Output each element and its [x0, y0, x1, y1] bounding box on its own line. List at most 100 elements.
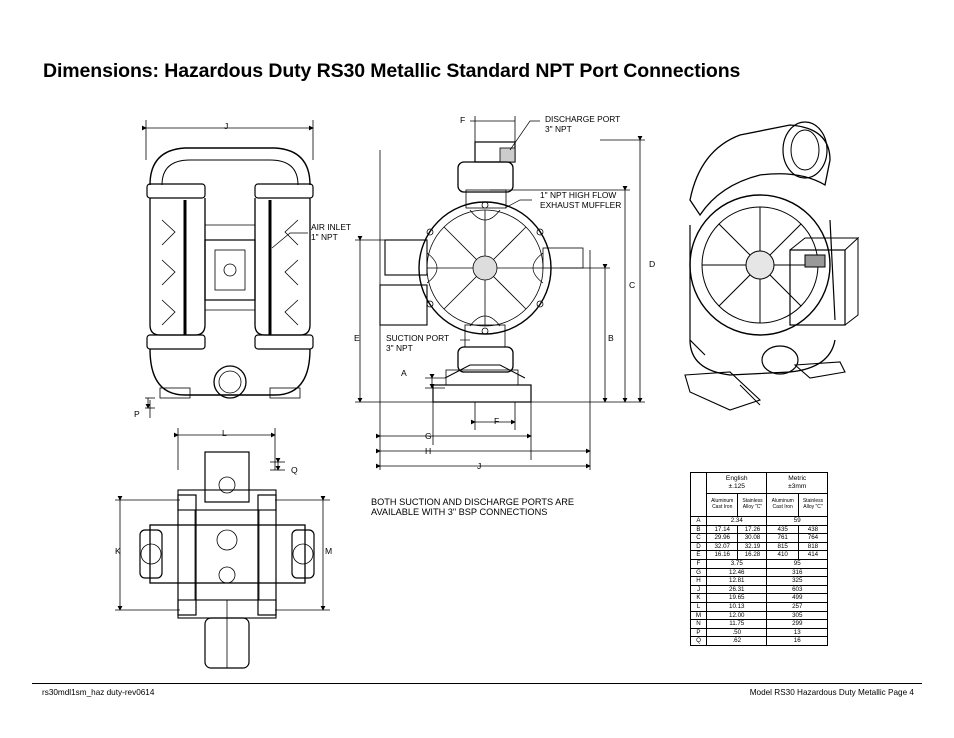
- dim-label-j-side: J: [477, 461, 482, 471]
- table-cell: 325: [766, 576, 828, 586]
- sub-header: Stainless Alloy "C": [797, 493, 829, 517]
- table-cell: 95: [766, 558, 828, 569]
- footer-doc-id: rs30mdl1sm_haz duty-rev0614: [42, 688, 155, 697]
- dim-label-e: E: [354, 333, 360, 343]
- table-cell: K: [690, 593, 707, 603]
- table-cell: G: [690, 567, 707, 578]
- table-cell: 316: [766, 567, 828, 578]
- table-cell: D: [690, 541, 707, 552]
- table-cell: 12.46: [705, 567, 768, 578]
- top-view: [115, 428, 330, 669]
- footer-page-label: Model RS30 Hazardous Duty Metallic Page …: [749, 688, 914, 697]
- table-cell: 30.08: [737, 533, 768, 543]
- dim-label-f-top: F: [460, 115, 466, 125]
- table-cell: .50: [705, 627, 768, 638]
- table-cell: A: [690, 516, 707, 526]
- table-cell: B: [690, 524, 707, 535]
- table-cell: J: [690, 584, 707, 595]
- table-cell: 26.31: [705, 584, 768, 595]
- table-cell: Q: [690, 636, 707, 646]
- table-cell: 13: [766, 627, 828, 638]
- table-cell: 3.75: [705, 558, 768, 569]
- dim-label-b: B: [608, 333, 614, 343]
- table-cell: L: [690, 601, 707, 612]
- table-cell: 2.34: [705, 516, 768, 526]
- page-title: Dimensions: Hazardous Duty RS30 Metallic…: [43, 60, 741, 82]
- table-cell: 10.13: [705, 601, 768, 612]
- dim-label-c: C: [629, 280, 636, 290]
- table-cell: E: [690, 550, 707, 560]
- table-corner: [690, 472, 707, 517]
- dim-label-p: P: [134, 409, 140, 419]
- table-cell: 11.75: [705, 619, 768, 629]
- table-cell: .62: [705, 636, 768, 646]
- table-cell: 16.16: [705, 550, 739, 560]
- front-view: [142, 120, 314, 418]
- dimensions-table: English±.125 Metric±3mm Aluminum Cast Ir…: [690, 472, 829, 646]
- table-cell: 17.14: [705, 524, 739, 535]
- table-cell: C: [690, 533, 707, 543]
- table-cell: N: [690, 619, 707, 629]
- dim-label-l: L: [222, 428, 227, 438]
- table-cell: H: [690, 576, 707, 586]
- table-cell: 29.96: [705, 533, 739, 543]
- side-view: [355, 116, 645, 470]
- table-cell: 32.19: [737, 541, 768, 552]
- table-cell: 761: [766, 533, 799, 543]
- table-cell: 414: [797, 550, 829, 560]
- table-cell: F: [690, 558, 707, 569]
- table-cell: 764: [797, 533, 829, 543]
- metric-header: Metric±3mm: [766, 472, 828, 494]
- dim-label-d: D: [649, 259, 656, 269]
- footer-rule: [32, 683, 922, 684]
- table-cell: 16: [766, 636, 828, 646]
- table-cell: 12.81: [705, 576, 768, 586]
- table-cell: 438: [797, 524, 829, 535]
- dim-label-k: K: [115, 546, 121, 556]
- table-cell: 12.00: [705, 610, 768, 621]
- isometric-view: [684, 121, 860, 411]
- dim-label-a: A: [401, 368, 407, 378]
- table-cell: 815: [766, 541, 799, 552]
- table-cell: M: [690, 610, 707, 621]
- table-cell: 410: [766, 550, 799, 560]
- table-cell: 32.07: [705, 541, 739, 552]
- table-cell: 16.28: [737, 550, 768, 560]
- table-cell: P: [690, 627, 707, 638]
- dim-label-q: Q: [291, 465, 298, 475]
- table-cell: 17.26: [737, 524, 768, 535]
- table-cell: 305: [766, 610, 828, 621]
- dim-label-h: H: [425, 446, 432, 456]
- table-cell: 435: [766, 524, 799, 535]
- table-cell: 299: [766, 619, 828, 629]
- dim-label-j-front: J: [224, 121, 229, 131]
- table-cell: 818: [797, 541, 829, 552]
- dim-label-f-bottom: F: [494, 416, 500, 426]
- sub-header: Aluminum Cast Iron: [766, 493, 799, 517]
- sub-header: Stainless Alloy "C": [737, 493, 768, 517]
- table-cell: 19.65: [705, 593, 768, 603]
- table-cell: 499: [766, 593, 828, 603]
- dim-label-g: G: [425, 431, 432, 441]
- table-cell: 603: [766, 584, 828, 595]
